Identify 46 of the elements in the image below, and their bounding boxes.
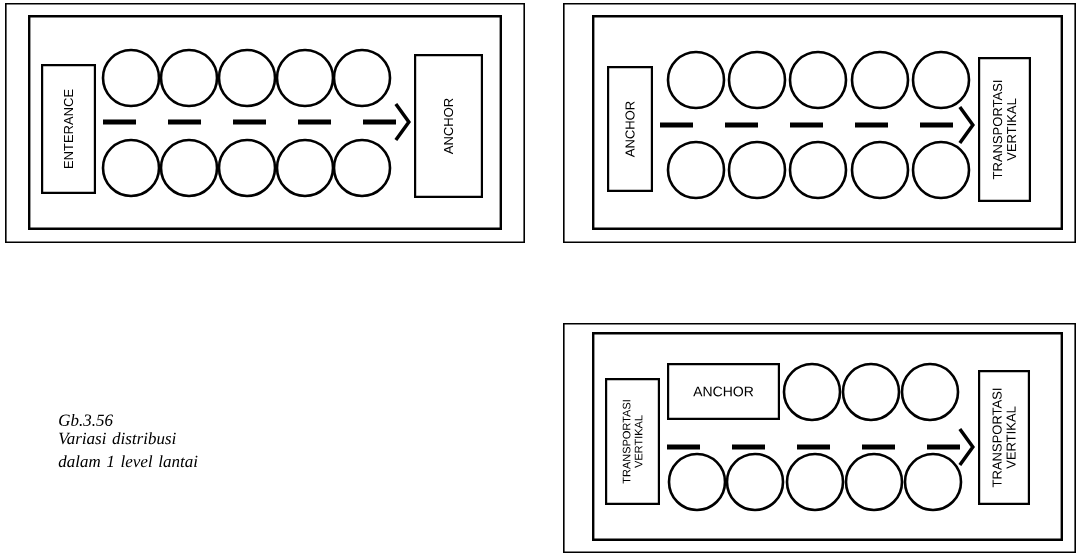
unit-circle — [101, 48, 161, 108]
unit-circle — [332, 138, 392, 198]
unit-circle — [727, 50, 787, 110]
unit-circle — [788, 50, 848, 110]
label-box: ANCHOR — [414, 54, 483, 198]
unit-circle — [275, 138, 335, 198]
panel-frame — [5, 3, 525, 243]
arrow — [667, 427, 975, 466]
unit-circle — [159, 48, 219, 108]
unit-circle — [900, 362, 960, 422]
unit-circle — [911, 50, 971, 110]
label-box: TRANSPORTASI VERTIKAL — [978, 57, 1031, 202]
unit-circle — [217, 138, 277, 198]
figure-number: Gb.3.56 — [59, 414, 113, 426]
label-box: ANCHOR — [667, 363, 780, 420]
arrow — [660, 105, 975, 145]
label-box: TRANSPORTASI VERTIKAL — [978, 370, 1030, 505]
unit-circle — [667, 452, 727, 512]
panel-frame — [563, 3, 1076, 243]
unit-circle — [666, 140, 726, 200]
unit-circle — [911, 140, 971, 200]
caption: Variasi distribusi dalam 1 level lantai — [58, 432, 198, 468]
unit-circle — [850, 50, 910, 110]
floor-plan-outline — [592, 332, 1063, 541]
unit-circle — [332, 48, 392, 108]
unit-circle — [217, 48, 277, 108]
label-box: ENTERANCE — [41, 64, 96, 194]
label-box: ANCHOR — [607, 66, 653, 192]
unit-circle — [666, 50, 726, 110]
unit-circle — [903, 452, 963, 512]
unit-circle — [101, 138, 161, 198]
unit-circle — [159, 138, 219, 198]
unit-circle — [844, 452, 904, 512]
unit-circle — [841, 362, 901, 422]
unit-circle — [788, 140, 848, 200]
label-box: TRANSPORTASI VERTIKAL — [605, 378, 660, 505]
unit-circle — [275, 48, 335, 108]
unit-circle — [727, 140, 787, 200]
floor-plan-outline — [592, 15, 1063, 230]
unit-circle — [850, 140, 910, 200]
floor-plan-outline — [28, 15, 502, 230]
unit-circle — [782, 362, 842, 422]
arrow — [103, 102, 411, 142]
panel-frame — [563, 323, 1076, 553]
unit-circle — [725, 452, 785, 512]
unit-circle — [785, 452, 845, 512]
